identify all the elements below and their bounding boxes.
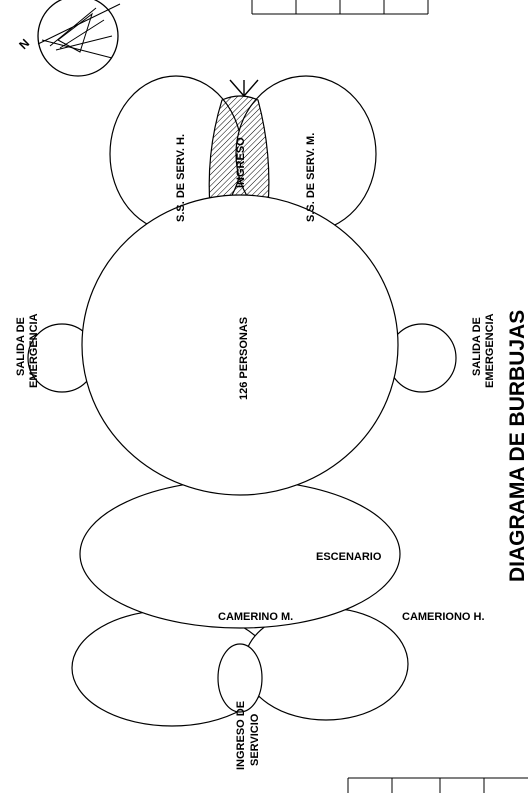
bubble-ingreso-servicio	[217, 643, 263, 713]
label-ingreso: INGRESO	[235, 137, 247, 188]
compass-logo-icon: N	[16, 0, 121, 77]
label-salida-right-1: SALIDA DE	[471, 317, 483, 376]
label-sshh: S.S. DE SERV. H.	[175, 134, 187, 222]
diagram-title: DIAGRAMA DE BURBUJAS	[506, 310, 528, 582]
label-personas: 126 PERSONAS	[238, 317, 250, 400]
title-block-top	[251, 0, 429, 15]
label-salida-left-1: SALIDA DE	[15, 317, 27, 376]
entry-arrow-icon	[229, 79, 259, 98]
label-camerino-h: CAMERIONO H.	[402, 611, 485, 623]
bubble-personas	[81, 194, 399, 496]
label-salida-left-2: EMERGENCIA	[28, 313, 40, 388]
svg-text:N: N	[16, 36, 32, 52]
label-sshm: S.S. DE SERV. M.	[305, 133, 317, 222]
label-salida-right-2: EMERGENCIA	[484, 313, 496, 388]
title-block-bottom	[347, 777, 528, 793]
label-camerino-m: CAMERINO M.	[218, 611, 293, 623]
label-ingreso-servicio-1: INGRESO DE	[235, 701, 247, 770]
label-ingreso-servicio-2: SERVICIO	[249, 713, 261, 766]
label-escenario: ESCENARIO	[316, 551, 382, 563]
